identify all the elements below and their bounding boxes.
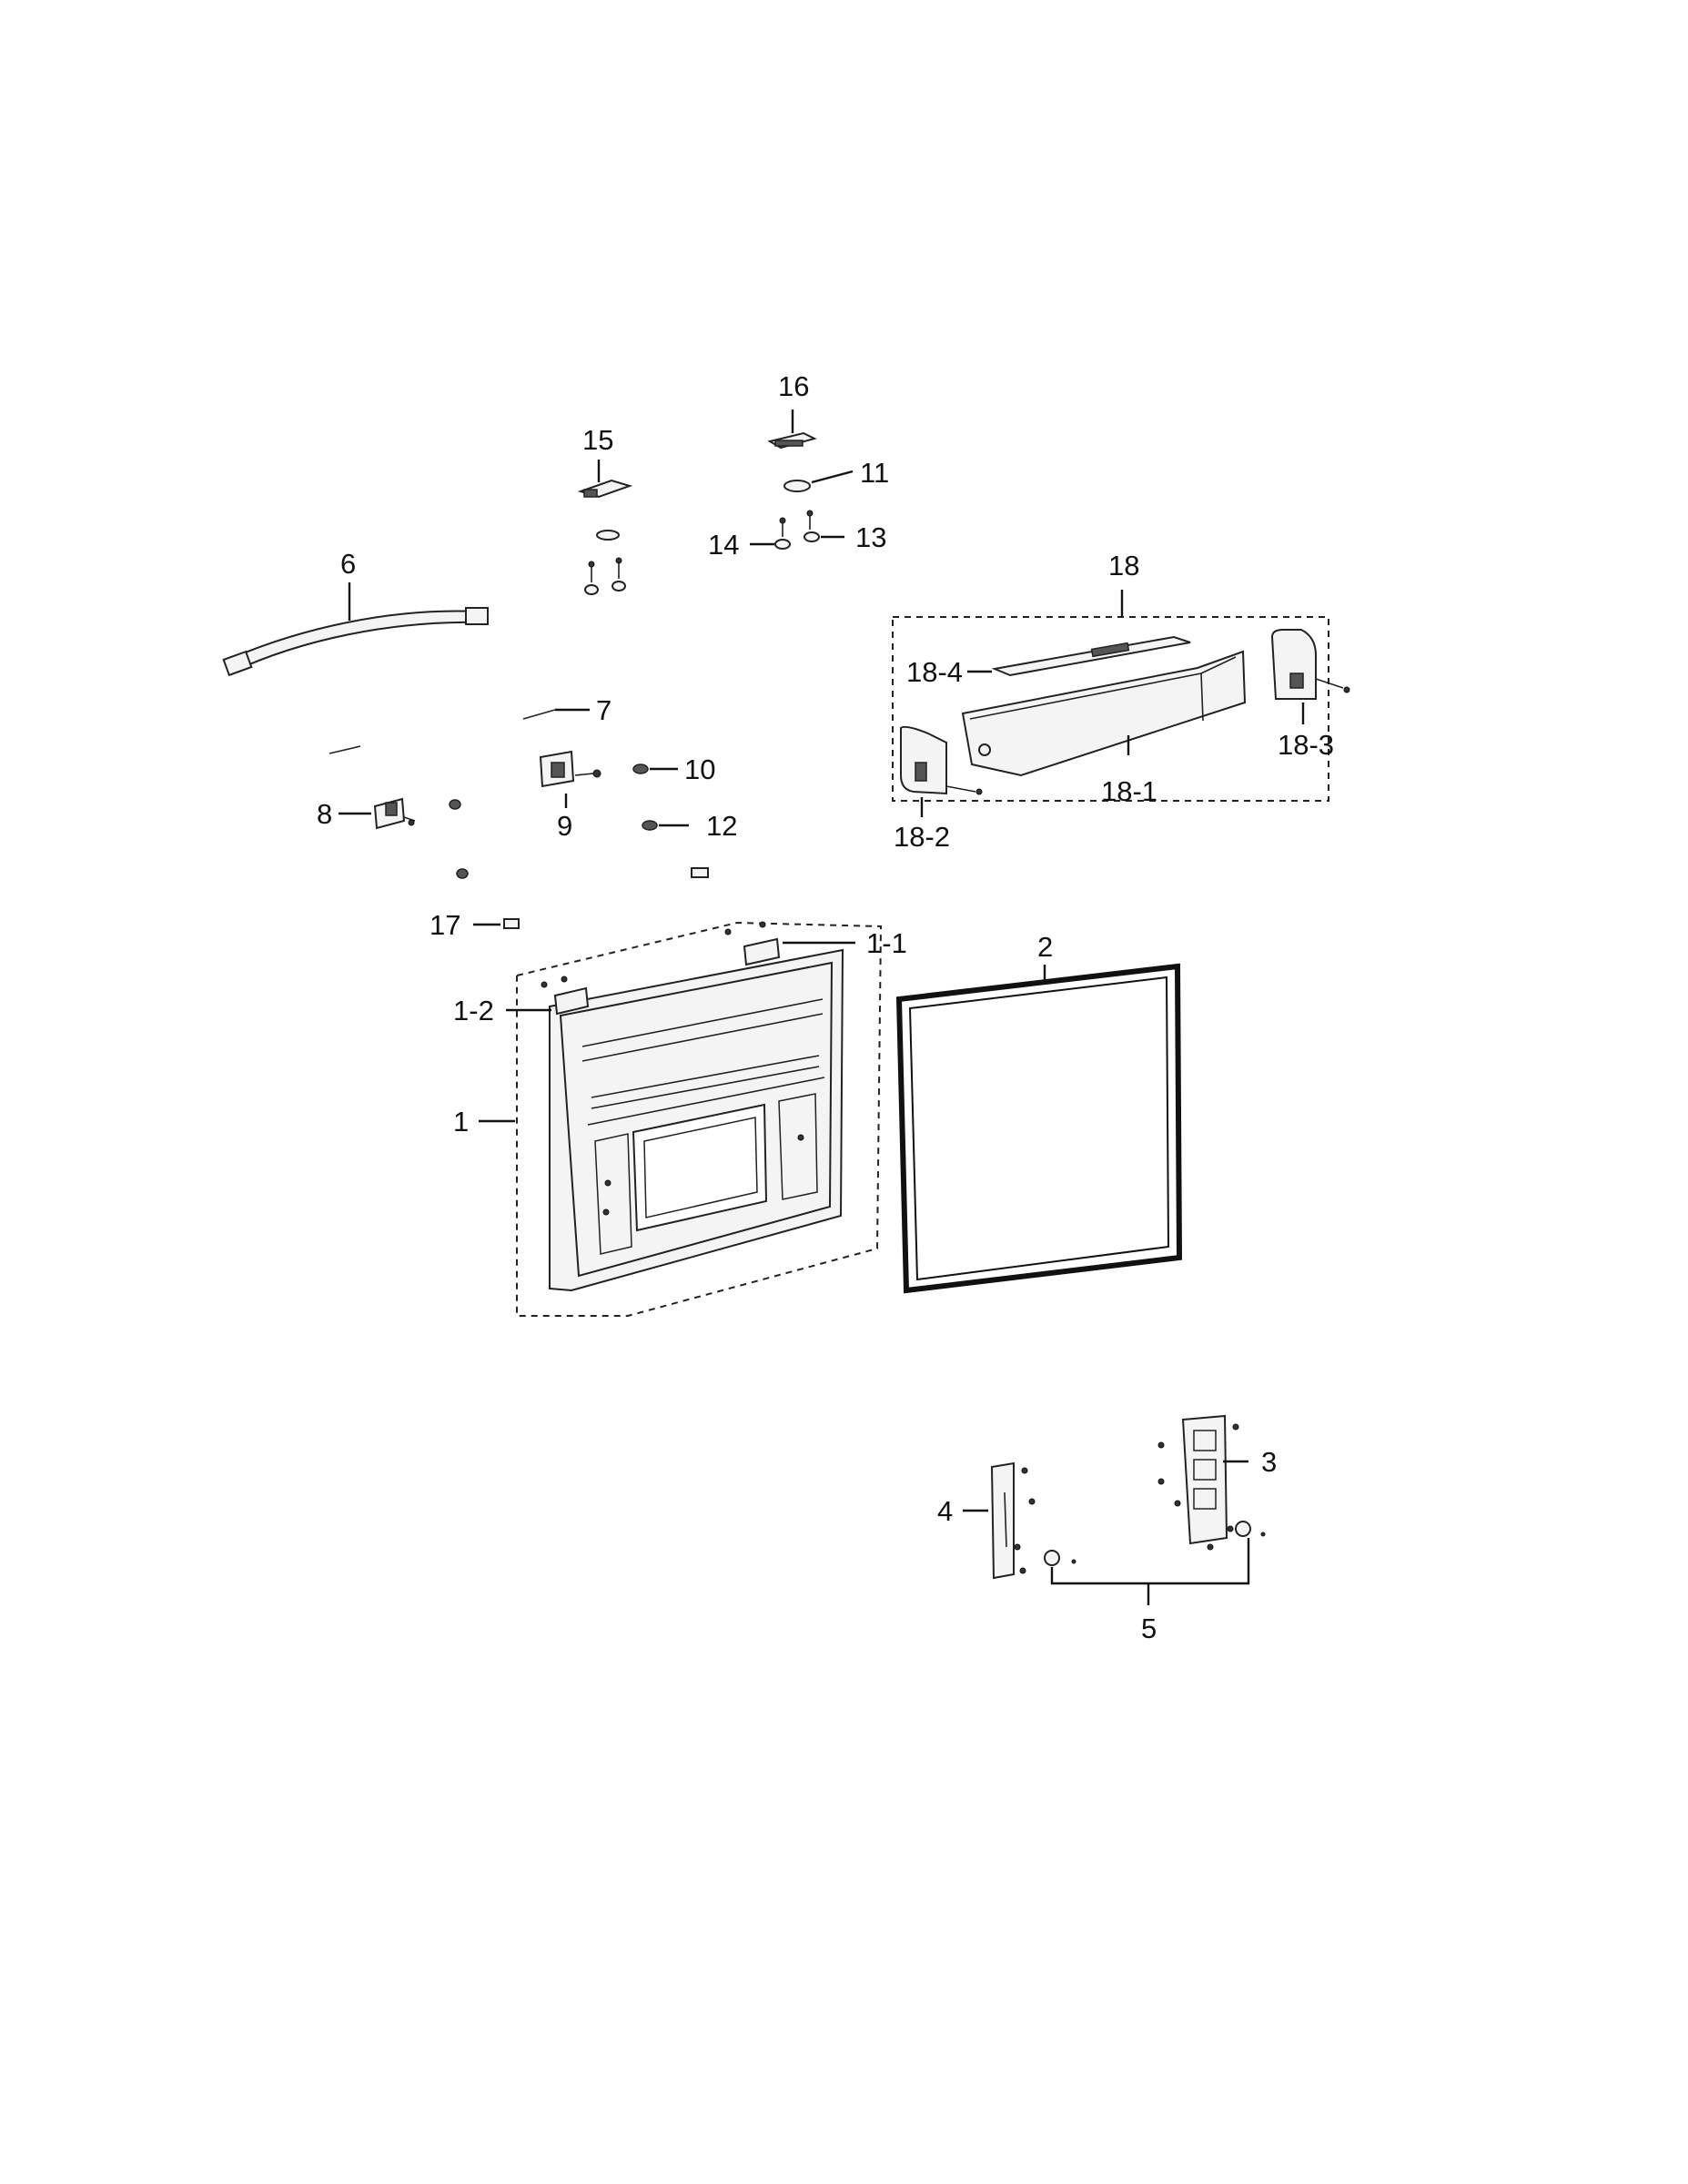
callout-6: 6 bbox=[340, 548, 356, 580]
part-8-hinge bbox=[339, 797, 416, 830]
callout-11: 11 bbox=[860, 457, 889, 489]
assembly-1-outline bbox=[516, 921, 883, 1317]
callout-13: 13 bbox=[855, 521, 886, 553]
part-12-bolt bbox=[642, 820, 689, 831]
callout-3: 3 bbox=[1261, 1446, 1277, 1478]
part-nuts bbox=[449, 799, 709, 879]
part-16-bracket bbox=[767, 410, 817, 450]
callout-12: 12 bbox=[706, 810, 737, 842]
part-2-door-gasket bbox=[895, 963, 1183, 1294]
part-1-2-bracket bbox=[506, 976, 590, 1016]
part-17-clip bbox=[473, 918, 520, 929]
part-pin bbox=[329, 745, 361, 754]
part-15-bracket bbox=[577, 460, 633, 499]
part-15-screws bbox=[584, 557, 626, 595]
part-13-14-fasteners bbox=[750, 510, 844, 550]
part-5-caps bbox=[1044, 1521, 1266, 1605]
part-10-bolt bbox=[632, 763, 678, 774]
callout-15: 15 bbox=[582, 424, 613, 456]
callout-2: 2 bbox=[1037, 931, 1053, 963]
part-11-clip bbox=[783, 470, 854, 492]
part-4-bracket bbox=[963, 1461, 1036, 1580]
callout-9: 9 bbox=[557, 810, 572, 842]
callout-18-2: 18-2 bbox=[894, 821, 950, 853]
part-7-rod bbox=[522, 708, 590, 720]
assembly-18-outline bbox=[892, 616, 1329, 802]
part-18-4-bin-cover bbox=[967, 635, 1191, 677]
part-18-1-door-bin bbox=[961, 650, 1247, 777]
callout-4: 4 bbox=[937, 1495, 953, 1527]
part-1-1-bracket bbox=[724, 921, 855, 966]
callout-18-1: 18-1 bbox=[1101, 775, 1157, 807]
part-18-3-right-cap bbox=[1270, 629, 1350, 724]
callout-16: 16 bbox=[778, 370, 809, 402]
callout-1-1: 1-1 bbox=[866, 927, 907, 959]
callout-18-4: 18-4 bbox=[906, 656, 963, 688]
callout-14: 14 bbox=[708, 529, 739, 561]
part-1-door-liner bbox=[549, 948, 844, 1292]
callout-8: 8 bbox=[317, 798, 332, 830]
callout-18-3: 18-3 bbox=[1278, 729, 1334, 761]
part-9-hinge bbox=[539, 750, 601, 808]
callout-1-2: 1-2 bbox=[453, 995, 494, 1026]
part-3-bracket bbox=[1157, 1414, 1248, 1551]
callout-10: 10 bbox=[684, 753, 715, 785]
callout-5: 5 bbox=[1141, 1613, 1157, 1644]
part-15-pad bbox=[596, 530, 620, 541]
callout-1: 1 bbox=[453, 1106, 469, 1138]
callout-18: 18 bbox=[1108, 550, 1139, 581]
callout-17: 17 bbox=[430, 909, 460, 941]
callout-7: 7 bbox=[596, 694, 612, 726]
part-6-handle bbox=[222, 582, 489, 677]
part-18-2-left-cap bbox=[900, 725, 983, 817]
